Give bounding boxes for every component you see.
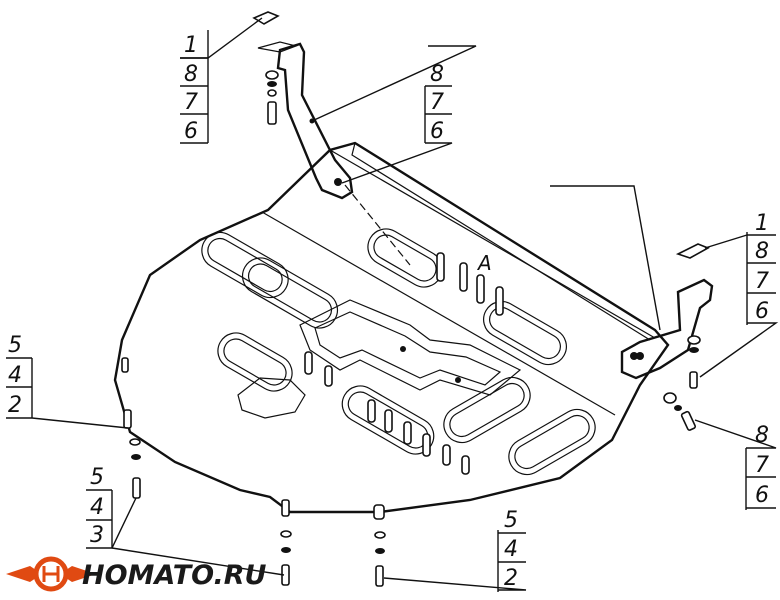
bolt-stack-right <box>663 243 710 431</box>
callout-8: 8 <box>755 239 769 264</box>
callout-2: 2 <box>8 393 22 418</box>
callout-8: 8 <box>755 423 769 448</box>
fastener-bottom-center <box>280 499 292 586</box>
callout-3: 3 <box>90 523 104 548</box>
plate-marking: A <box>476 251 492 275</box>
skid-plate: A <box>113 141 670 514</box>
callout-bottom-right-stack: 5 4 2 <box>504 508 518 591</box>
callout-5: 5 <box>504 508 518 533</box>
logo-wing-left <box>6 566 42 582</box>
callout-top-left: 1 8 7 6 <box>184 33 198 144</box>
callout-right-lower-stack: 8 7 6 <box>755 423 769 508</box>
callout-5: 5 <box>8 333 22 358</box>
callout-7: 7 <box>430 90 444 115</box>
stiffening-ribs <box>304 252 504 475</box>
callout-7: 7 <box>755 269 769 294</box>
logo-text: HOMATO.RU <box>82 560 267 591</box>
callout-6: 6 <box>755 483 769 508</box>
callout-4: 4 <box>90 495 104 520</box>
callout-5: 5 <box>90 465 104 490</box>
logo-wing-right <box>60 566 96 582</box>
bracket-02-01 <box>620 278 714 380</box>
brand-logo: HOMATO.RU <box>6 556 267 592</box>
callout-1: 1 <box>755 211 769 236</box>
callout-left-stack: 5 4 2 <box>8 333 22 418</box>
vent-slots <box>201 228 596 476</box>
callout-4: 4 <box>8 363 22 388</box>
callout-bottom-left-stack: 5 4 3 <box>90 465 104 548</box>
callout-1: 1 <box>184 33 198 58</box>
fastener-left <box>121 357 141 499</box>
fastener-bottom-right <box>373 504 386 587</box>
callout-4: 4 <box>504 537 518 562</box>
callout-6: 6 <box>755 299 769 324</box>
callout-8: 8 <box>184 62 198 87</box>
leader-lines <box>6 17 779 592</box>
callout-7: 7 <box>755 453 769 478</box>
callout-2: 2 <box>504 566 518 591</box>
callout-6: 6 <box>430 119 444 144</box>
callout-8: 8 <box>430 62 444 87</box>
callout-bracket-top-stack: 8 7 6 <box>430 62 444 144</box>
bolt-stack-top <box>252 11 280 125</box>
callout-7: 7 <box>184 90 198 115</box>
callout-6: 6 <box>184 119 198 144</box>
callout-right-stack: 1 8 7 6 <box>755 211 769 324</box>
